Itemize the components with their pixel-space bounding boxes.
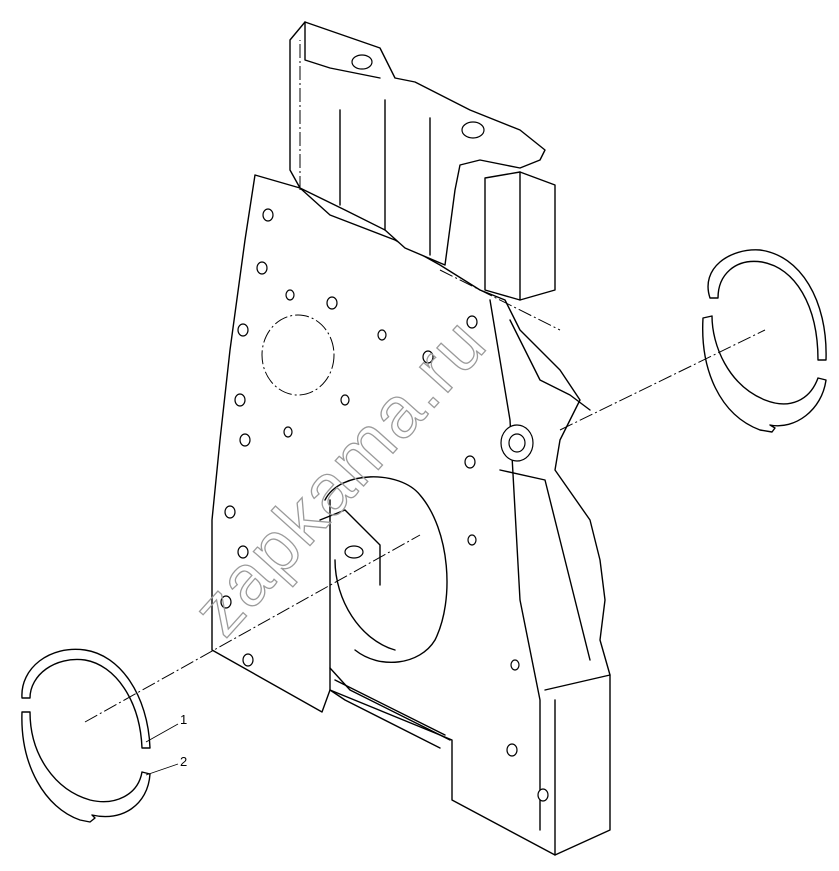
- bolt-holes: [220, 208, 549, 802]
- thrust-washer-upper-right: [702, 249, 827, 433]
- callout-label-2: 2: [180, 754, 187, 769]
- callout-leaders: [145, 723, 179, 776]
- thrust-washer-lower-left: [21, 648, 151, 823]
- callout-label-1: 1: [180, 712, 187, 727]
- timing-housing: [211, 21, 611, 856]
- axis-lines: [84, 329, 766, 723]
